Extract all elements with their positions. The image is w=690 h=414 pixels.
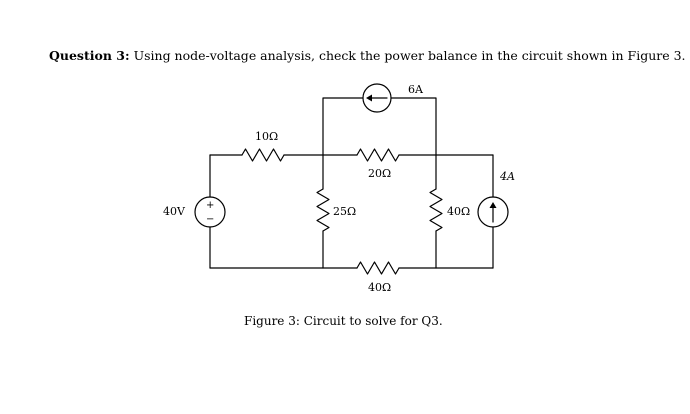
- label-20ohm: 20Ω: [368, 167, 391, 180]
- current-source-4a-icon: [477, 196, 509, 228]
- label-10ohm: 10Ω: [255, 130, 278, 143]
- wire-6a-left: [322, 97, 364, 156]
- figure-caption: Figure 3: Circuit to solve for Q3.: [244, 314, 443, 328]
- resistor-40ohm-bottom: [356, 261, 400, 275]
- resistor-20ohm: [356, 148, 400, 162]
- label-40v: 40V: [163, 205, 186, 218]
- current-source-6a-icon: [362, 83, 392, 113]
- label-25ohm: 25Ω: [333, 205, 356, 218]
- question-label: Question 3:: [49, 48, 130, 63]
- label-minus: −: [206, 214, 214, 225]
- question-body: Using node-voltage analysis, check the p…: [133, 48, 686, 63]
- resistor-40ohm-vertical: [429, 188, 443, 232]
- voltage-source-icon: [194, 196, 226, 228]
- label-40ohm-bottom: 40Ω: [368, 281, 391, 294]
- label-40ohm-vertical: 40Ω: [447, 205, 470, 218]
- wire-6a-right: [390, 97, 437, 156]
- resistor-25ohm: [316, 188, 330, 232]
- label-plus: +: [206, 200, 214, 211]
- arrowhead-up: [489, 202, 497, 208]
- arrowhead-left: [366, 94, 372, 102]
- resistor-10ohm: [241, 148, 285, 162]
- label-4a: 4A: [499, 170, 515, 183]
- label-6a: 6A: [408, 83, 424, 96]
- question-text: Question 3: Using node-voltage analysis,…: [49, 48, 686, 63]
